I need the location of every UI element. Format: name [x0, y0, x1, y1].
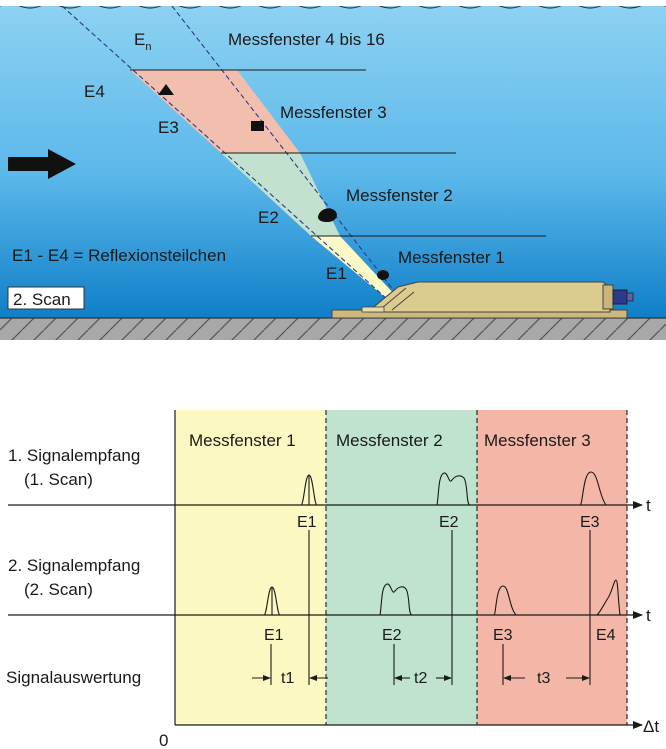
- water-scene: En Messfenster 4 bis 16 E4 E3 Messfenste…: [0, 0, 666, 340]
- beam-edge-right: [171, 5, 399, 297]
- beam-window-2: [221, 153, 340, 236]
- pulse-r2-e4: [596, 579, 621, 616]
- beam-window-1: [311, 236, 396, 298]
- particle-e4-triangle: [158, 84, 174, 95]
- r1-e3-label: E3: [580, 514, 600, 531]
- row3-title: Signalauswertung: [6, 668, 141, 687]
- label-e1-top: E1: [326, 264, 347, 283]
- pulse-r1-e2: [436, 472, 471, 506]
- window-1-area: [175, 410, 326, 725]
- pulse-r2-e3: [493, 585, 517, 616]
- row1-title: 1. Signalempfang: [8, 446, 140, 465]
- r2-e3-label: E3: [493, 627, 513, 644]
- particle-e3-square: [251, 121, 264, 131]
- r2-e2-label: E2: [382, 627, 402, 644]
- row2-sub: (2. Scan): [24, 580, 93, 599]
- label-e4-top: E4: [84, 82, 105, 101]
- signal-diagram: Messfenster 1 Messfenster 2 Messfenster …: [6, 410, 659, 749]
- sonar-device: [331, 281, 634, 319]
- connector-icon: [612, 289, 628, 305]
- label-window-2-top: Messfenster 2: [346, 186, 453, 205]
- label-e3-top: E3: [158, 118, 179, 137]
- label-legend: E1 - E4 = Reflexionsteilchen: [12, 246, 226, 265]
- delta-t-axis-label: Δt: [643, 717, 659, 736]
- window-1-title: Messfenster 1: [189, 431, 296, 450]
- row1-sub: (1. Scan): [24, 470, 93, 489]
- water-body: [0, 0, 666, 318]
- scan-badge: [7, 286, 85, 310]
- time-axis-1-label: t: [646, 496, 651, 515]
- label-en: En: [134, 30, 151, 53]
- label-window-4-16: Messfenster 4 bis 16: [228, 30, 385, 49]
- row2-title: 2. Signalempfang: [8, 556, 140, 575]
- window-3-area: [477, 410, 627, 725]
- particle-e2-blob: [318, 208, 337, 222]
- window-3-title: Messfenster 3: [484, 431, 591, 450]
- r1-e2-label: E2: [439, 514, 459, 531]
- label-window-1-top: Messfenster 1: [398, 248, 505, 267]
- seabed: [0, 318, 666, 340]
- r2-e4-label: E4: [596, 627, 616, 644]
- direction-arrow-icon: [8, 149, 76, 179]
- pulse-r2-e2: [379, 583, 413, 616]
- r1-e1-label: E1: [297, 514, 317, 531]
- t2-label: t2: [414, 670, 427, 687]
- window-2-title: Messfenster 2: [336, 431, 443, 450]
- time-axis-2-label: t: [646, 606, 651, 625]
- t1-label: t1: [281, 670, 294, 687]
- t3-label: t3: [537, 670, 550, 687]
- label-e2-top: E2: [258, 208, 279, 227]
- r2-e1-label: E1: [264, 627, 284, 644]
- label-window-3-top: Messfenster 3: [280, 103, 387, 122]
- scan-badge-label: 2. Scan: [13, 290, 71, 309]
- particle-e1-dot: [377, 270, 389, 280]
- origin-label: 0: [159, 731, 168, 749]
- beam-window-3: [130, 70, 300, 153]
- pulse-r1-e3: [579, 471, 607, 506]
